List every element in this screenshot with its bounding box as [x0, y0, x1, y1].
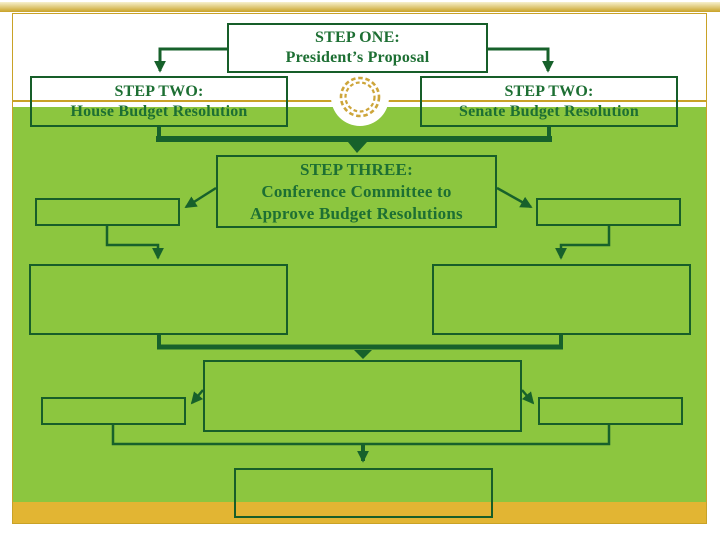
- node-step-two-house-title: STEP TWO:: [114, 82, 204, 100]
- node-step-one-title: STEP ONE:: [315, 29, 400, 46]
- node-step-two-senate: STEP TWO: Senate Budget Resolution: [420, 76, 678, 127]
- green-background-area: [13, 107, 707, 502]
- empty-node-mid-left: [29, 264, 288, 335]
- connector-one-to-senate: [488, 47, 554, 73]
- node-step-three: STEP THREE: Conference Committee to Appr…: [216, 155, 497, 228]
- node-step-two-senate-subtitle: Senate Budget Resolution: [459, 102, 639, 120]
- connector-three-to-right: [496, 186, 533, 209]
- gold-ring-icon: [331, 68, 389, 126]
- node-step-three-subtitle: Conference Committee to: [261, 181, 452, 201]
- top-accent-bar: [0, 2, 720, 12]
- empty-node-final: [234, 468, 493, 518]
- connector-center-to-right: [521, 389, 535, 405]
- connector-center-to-left: [190, 389, 204, 405]
- bottom-gold-bar: [13, 502, 707, 524]
- node-step-three-title: STEP THREE:: [300, 159, 413, 179]
- node-step-three-subtitle2: Approve Budget Resolutions: [250, 203, 463, 223]
- connector-left-elbow: [105, 226, 164, 260]
- empty-node-top-right: [536, 198, 681, 226]
- connector-two-to-three-arrow: [348, 142, 367, 153]
- empty-node-bottom-left: [41, 397, 186, 425]
- node-step-two-house-subtitle: House Budget Resolution: [70, 102, 248, 120]
- connector-three-to-left: [184, 186, 217, 209]
- node-step-one-subtitle: President’s Proposal: [285, 49, 430, 66]
- connector-large-to-center-arrow: [354, 350, 372, 359]
- connector-one-to-house: [154, 47, 227, 73]
- node-step-two-house: STEP TWO: House Budget Resolution: [30, 76, 288, 127]
- node-step-two-senate-title: STEP TWO:: [504, 82, 594, 100]
- empty-node-center: [203, 360, 522, 432]
- empty-node-mid-right: [432, 264, 691, 335]
- empty-node-bottom-right: [538, 397, 683, 425]
- node-step-one: STEP ONE: President’s Proposal: [227, 23, 488, 73]
- connector-right-elbow: [555, 226, 611, 260]
- empty-node-top-left: [35, 198, 180, 226]
